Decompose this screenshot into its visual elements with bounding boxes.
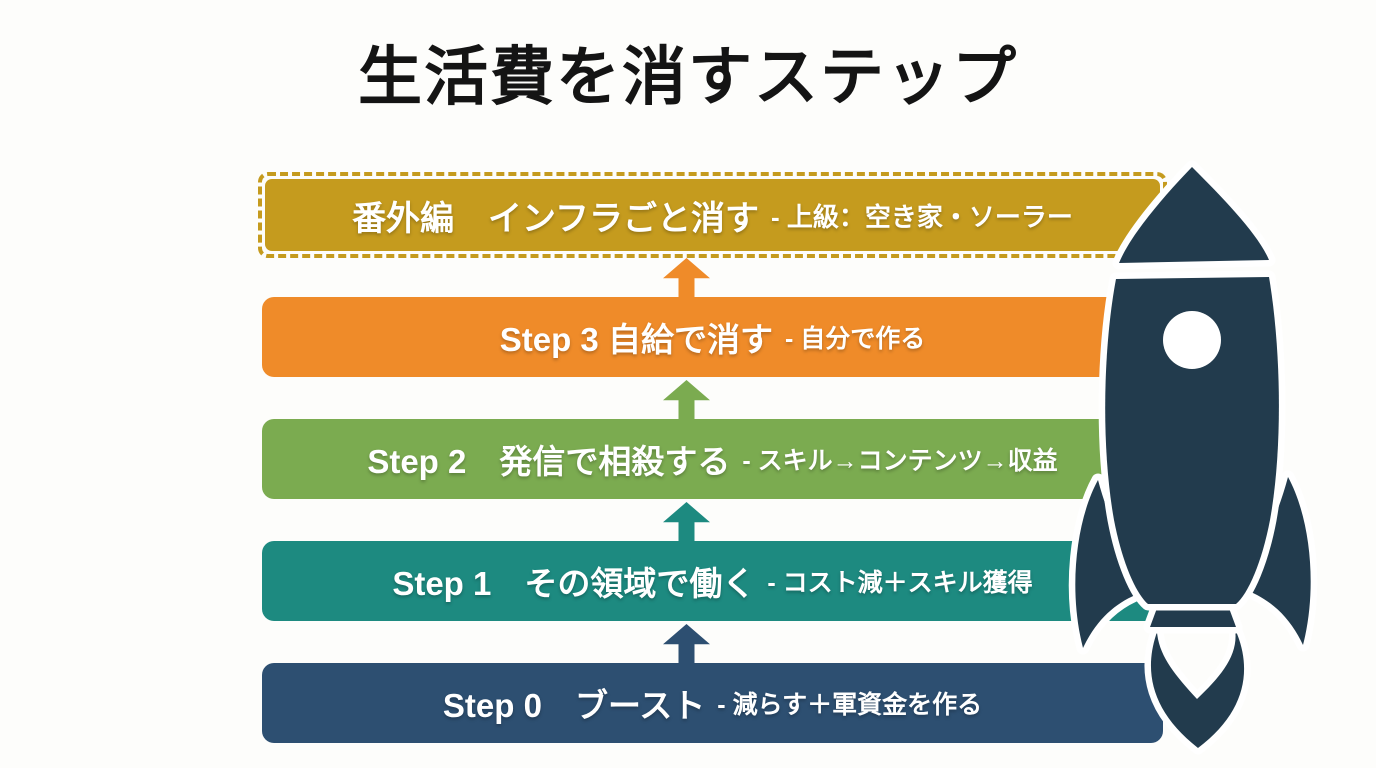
step-bar-step3: Step 3 自給で消す - 自分で作る [262, 297, 1163, 377]
up-arrow-icon [663, 624, 710, 663]
step-sub-label: - スキル→コンテンツ→収益 [742, 447, 1058, 475]
rocket-icon [1068, 160, 1318, 755]
step-main-label: Step 3 自給で消す [499, 321, 773, 358]
up-arrow-icon [663, 380, 710, 419]
step-main-label: 番外編 インフラごと消す [352, 199, 760, 238]
step-bar-step2: Step 2 発信で相殺する - スキル→コンテンツ→収益 [262, 419, 1163, 499]
rocket-nose-cone [1112, 160, 1276, 270]
step-main-label: Step 2 発信で相殺する [367, 443, 731, 480]
rocket-window-icon [1163, 311, 1221, 369]
rocket-body [1098, 270, 1286, 611]
step-bar-step0: Step 0 ブースト - 減らす＋軍資金を作る [262, 663, 1163, 743]
step-sub-label: - 自分で作る [784, 325, 926, 353]
step-sub-label: - コスト減＋スキル獲得 [767, 569, 1033, 597]
rocket-flame [1144, 622, 1251, 755]
step-bar-step1: Step 1 その領域で働く - コスト減＋スキル獲得 [262, 541, 1163, 621]
step-sub-label: - 減らす＋軍資金を作る [717, 691, 983, 719]
up-arrow-icon [663, 258, 710, 297]
page-title: 生活費を消すステップ [358, 41, 1018, 113]
step-sub-label: - 上級：空き家・ソーラー [771, 201, 1073, 232]
step-main-label: Step 1 その領域で働く [392, 565, 756, 602]
step-main-label: Step 0 ブースト [442, 687, 706, 724]
step-bar-bonus-fill: 番外編 インフラごと消す - 上級：空き家・ソーラー [265, 179, 1160, 251]
step-bar-bonus: 番外編 インフラごと消す - 上級：空き家・ソーラー [258, 172, 1167, 258]
up-arrow-icon [663, 502, 710, 541]
